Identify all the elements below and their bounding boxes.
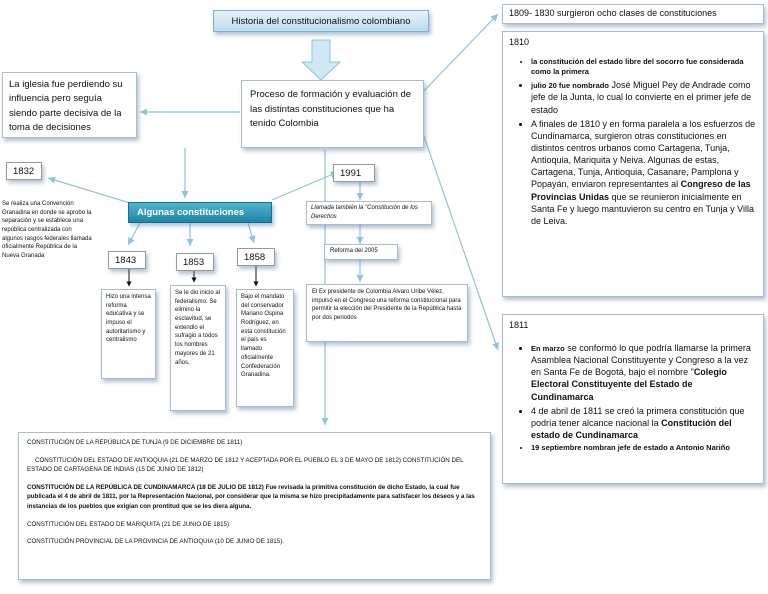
year-1853: 1853 (183, 257, 205, 268)
year-1832-box: 1832 (6, 162, 42, 180)
header-1809-box: 1809- 1830 surgieron ocho clases de cons… (502, 4, 764, 24)
line-to-1858 (247, 222, 256, 244)
iglesia-box: La iglesia fue perdiendo su influencia p… (2, 72, 137, 138)
diagram-title: Historia del constitucionalismo colombia… (231, 16, 411, 27)
year-1858-detail: Bajo el mandato del conservador Mariano … (236, 289, 294, 407)
box-1810-list: la constitución del estado libre del soc… (509, 57, 757, 227)
reforma-2005-text: El Ex presidente de Colombia Alvaro Urib… (312, 289, 462, 322)
box-1811-year: 1811 (509, 320, 529, 330)
year-1832-text: Se realiza una Convención Granadina en d… (2, 201, 92, 260)
year-1843-box: 1843 (108, 251, 146, 269)
reforma-2005-label: Reforma del 2005 (330, 248, 378, 254)
line-to-1809 (419, 13, 499, 96)
line-algunas-1991 (271, 171, 339, 201)
box-1811-list: En marzo se conformó lo que podría llama… (509, 342, 757, 453)
box-1810-year: 1810 (509, 37, 530, 47)
year-1991-llamada: Llamada también la "Constitución de los … (311, 205, 418, 220)
year-1832: 1832 (13, 166, 35, 177)
bottom-line-4: CONSTITUCIÓN DEL ESTADO DE MARIQUITA (21… (27, 520, 230, 528)
box-1810-item-2: julio 20 fue nombrado José Miguel Pey de… (531, 79, 757, 115)
year-1843-text: Hizo una intensa reforma educativa y se … (106, 294, 151, 344)
box-1810-item-3: A finales de 1810 y en forma paralela a … (531, 118, 757, 227)
line-to-1843 (127, 222, 141, 246)
bottom-line-2: CONSTITUCIÓN DEL ESTADO DE ANTIOQUIA (21… (27, 456, 464, 474)
year-1991: 1991 (340, 168, 362, 179)
reforma-2005-box: Reforma del 2005 (324, 244, 398, 260)
year-1853-text: Se le dio inicio al federalismo. Se elim… (175, 290, 221, 366)
bottom-line-5: CONSTITUCIÓN PROVINCIAL DE LA PROVINCIA … (27, 538, 284, 546)
diagram-title-box: Historia del constitucionalismo colombia… (213, 10, 429, 32)
algunas-constituciones-box: Algunas constituciones (128, 202, 272, 223)
down-block-arrow (300, 39, 342, 81)
process-text: Proceso de formación y evaluación de las… (250, 89, 412, 130)
box-1811-item-2: 4 de abril de 1811 se creó la primera co… (531, 405, 757, 441)
box-1810-item-1: la constitución del estado libre del soc… (531, 57, 757, 77)
box-1811-item-3: 19 septiembre nombran jefe de estado a A… (531, 443, 757, 453)
box-1811: 1811 En marzo se conformó lo que podría … (502, 314, 764, 484)
year-1853-box: 1853 (176, 253, 214, 271)
box-1811-item-1: En marzo se conformó lo que podría llama… (531, 342, 757, 403)
year-1858-text: Bajo el mandato del conservador Mariano … (241, 294, 286, 379)
year-1843-detail: Hizo una intensa reforma educativa y se … (101, 289, 156, 379)
year-1843: 1843 (115, 255, 137, 266)
bottom-line-1: CONSTITUCIÓN DE LA REPÚBLICA DE TUNJA (9… (27, 439, 243, 446)
box-1810: 1810 la constitución del estado libre de… (502, 31, 764, 297)
reforma-2005-detail: El Ex presidente de Colombia Alvaro Urib… (306, 284, 468, 342)
year-1991-box: 1991 (333, 164, 375, 182)
year-1858-box: 1858 (237, 248, 275, 266)
process-box: Proceso de formación y evaluación de las… (241, 80, 424, 148)
bottom-constitutions-box: CONSTITUCIÓN DE LA REPÚBLICA DE TUNJA (9… (18, 432, 491, 580)
iglesia-text: La iglesia fue perdiendo su influencia p… (9, 79, 123, 133)
year-1853-detail: Se le dio inicio al federalismo. Se elim… (170, 285, 226, 411)
bottom-line-3: CONSTITUCIÓN DE LA REPÚBLICA DE CUNDINAM… (27, 483, 475, 511)
algunas-constituciones-label: Algunas constituciones (137, 207, 245, 218)
year-1991-llamada-box: Llamada también la "Constitución de los … (306, 201, 432, 225)
year-1858: 1858 (244, 252, 266, 263)
header-1809-text: 1809- 1830 surgieron ocho clases de cons… (509, 8, 717, 18)
